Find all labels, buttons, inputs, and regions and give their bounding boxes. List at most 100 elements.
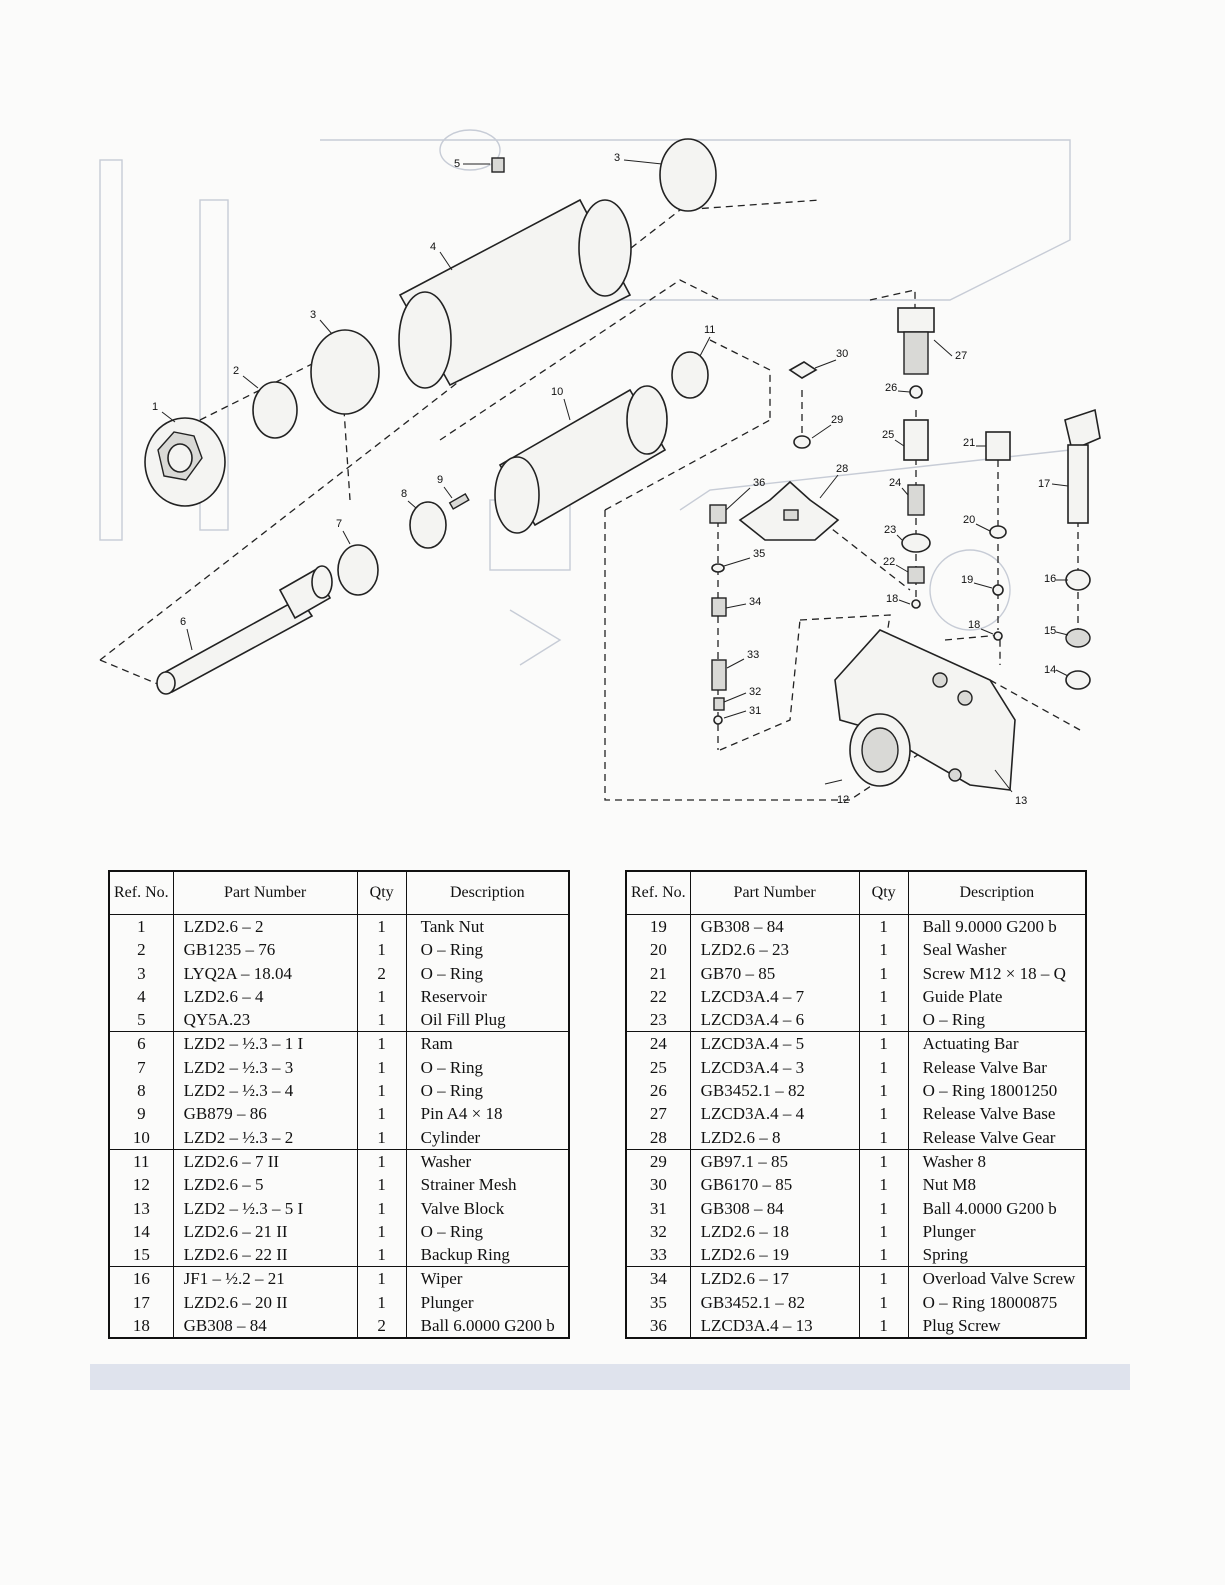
cell-ref-no: 11 — [133, 1151, 150, 1171]
cell-ref-no: 31 — [649, 1198, 667, 1218]
svg-text:24: 24 — [889, 477, 901, 489]
svg-text:5: 5 — [454, 158, 460, 170]
svg-text:30: 30 — [836, 348, 848, 360]
svg-text:11: 11 — [704, 324, 715, 336]
svg-text:9: 9 — [437, 474, 443, 486]
cell-description: Wiper — [405, 1266, 569, 1291]
cell-qty: 1 — [858, 1102, 909, 1126]
cell-description: Release Valve Base — [907, 1102, 1086, 1126]
part-oil-fill-plug — [491, 157, 505, 173]
cell-description: Plunger — [907, 1219, 1086, 1244]
cell-qty: 1 — [356, 1055, 407, 1080]
svg-text:4: 4 — [430, 241, 436, 253]
header-part-number: Part Number — [172, 871, 358, 915]
cell-part-number: LZD2 – ½.3 – 5 I — [172, 1196, 358, 1220]
cell-description: Cylinder — [405, 1125, 569, 1150]
cell-ref-no: 5 — [109, 1008, 174, 1033]
svg-text:27: 27 — [955, 350, 967, 362]
cell-ref-no: 12 — [132, 1175, 150, 1195]
cell-description: Ball 9.0000 G200 b — [907, 914, 1086, 939]
svg-text:20: 20 — [963, 514, 975, 526]
cell-description: Pin A4 × 18 — [405, 1102, 569, 1126]
part-reservoir — [398, 198, 632, 389]
part-pin — [448, 492, 470, 510]
svg-text:15: 15 — [1044, 625, 1056, 637]
svg-text:14: 14 — [1044, 664, 1056, 676]
cell-ref-no: 28 — [626, 1125, 691, 1150]
cell-part-number: LZCD3A.4 – 5 — [689, 1031, 860, 1056]
cell-ref-no: 7 — [137, 1057, 146, 1077]
cell-description: Tank Nut — [405, 914, 569, 939]
part-o-ring-7 — [337, 544, 379, 596]
cell-description: Oil Fill Plug — [405, 1008, 569, 1033]
cell-ref-no: 29 — [649, 1151, 667, 1171]
cell-ref-no: 1 — [137, 917, 146, 936]
cell-part-number: LZD2.6 – 8 — [689, 1125, 860, 1150]
cell-part-number: LZCD3A.4 – 6 — [689, 1008, 860, 1033]
cell-description: Release Valve Bar — [907, 1055, 1086, 1080]
cell-ref-no: 24 — [649, 1034, 667, 1054]
svg-text:3: 3 — [310, 309, 316, 321]
cell-description: Spring — [907, 1243, 1086, 1268]
header-qty: Qty — [858, 871, 909, 915]
cell-part-number: LZD2.6 – 22 II — [172, 1243, 358, 1268]
part-cylinder — [494, 385, 668, 534]
cell-description: O – Ring 18000875 — [907, 1290, 1086, 1315]
cell-description: Seal Washer — [907, 938, 1086, 962]
cell-qty: 1 — [356, 914, 407, 939]
cell-part-number: LZD2.6 – 18 — [689, 1219, 860, 1244]
cell-qty: 2 — [356, 1314, 407, 1339]
cell-description: Reservoir — [405, 984, 569, 1009]
svg-text:25: 25 — [882, 429, 894, 441]
cell-part-number: LZD2.6 – 7 II — [172, 1149, 358, 1174]
cell-part-number: GB1235 – 76 — [172, 938, 358, 962]
table-header-row: Ref. No. Part Number Qty Description — [109, 871, 569, 915]
svg-text:2: 2 — [233, 365, 239, 377]
cell-ref-no: 25 — [649, 1057, 667, 1077]
cell-description: Ram — [405, 1031, 569, 1056]
part-plunger-stack — [1064, 408, 1101, 690]
cell-ref-no: 35 — [649, 1292, 667, 1312]
cell-ref-no: 8 — [137, 1081, 146, 1101]
svg-text:28: 28 — [836, 463, 848, 475]
cell-ref-no: 3 — [137, 963, 146, 983]
cell-description: Actuating Bar — [907, 1031, 1086, 1056]
cell-part-number: LZCD3A.4 – 4 — [689, 1102, 860, 1126]
cell-ref-no: 13 — [132, 1198, 150, 1218]
cell-ref-no: 21 — [649, 963, 667, 983]
svg-text:22: 22 — [883, 556, 895, 568]
svg-text:33: 33 — [747, 649, 759, 661]
header-qty: Qty — [356, 871, 407, 915]
cell-description: Ball 6.0000 G200 b — [405, 1314, 569, 1339]
cell-description: Ball 4.0000 G200 b — [907, 1196, 1086, 1220]
cell-qty: 2 — [356, 961, 407, 985]
svg-text:17: 17 — [1038, 478, 1050, 490]
header-ref-no: Ref. No. — [109, 871, 174, 915]
cell-part-number: GB97.1 – 85 — [689, 1149, 860, 1174]
cell-part-number: GB308 – 84 — [689, 914, 860, 939]
